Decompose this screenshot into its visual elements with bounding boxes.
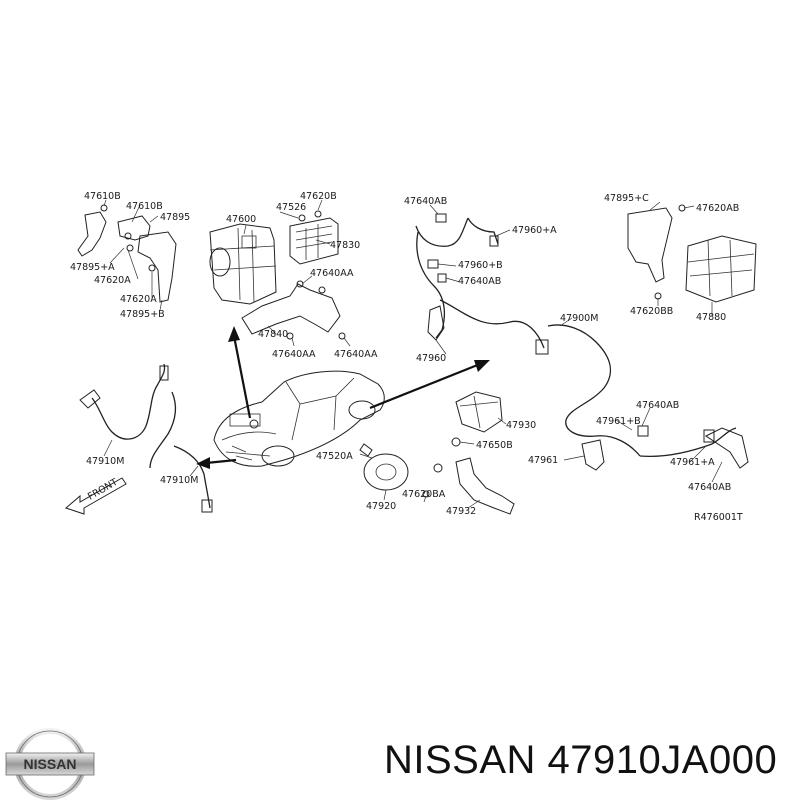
bracket-group-47895 — [77, 199, 177, 311]
front-label: FRONT — [86, 477, 120, 503]
part-label-47960: 47960 — [416, 353, 446, 364]
part-label-47880: 47880 — [696, 312, 726, 323]
front-harness-47910M — [79, 363, 213, 513]
part-label-47900M: 47900M — [560, 313, 598, 324]
part-label-47640AB-a: 47640AB — [404, 196, 447, 207]
part-label-47932: 47932 — [446, 506, 476, 517]
part-label-47930: 47930 — [506, 420, 536, 431]
sensor-wiring-47960 — [415, 204, 549, 355]
rear-wiring-47900M — [547, 317, 749, 483]
part-label-47620A-a: 47620A — [94, 275, 131, 286]
part-label-47895-c: 47895+C — [604, 193, 649, 204]
nissan-logo-text: NISSAN — [24, 756, 77, 772]
part-label-47960-b: 47960+B — [458, 260, 503, 271]
part-label-47920: 47920 — [366, 501, 396, 512]
control-module-47880 — [627, 201, 757, 316]
bracket-47932 — [433, 437, 515, 515]
part-label-47961-b: 47961+B — [596, 416, 641, 427]
part-label-47610B-a: 47610B — [84, 191, 121, 202]
control-unit-47830 — [279, 199, 339, 265]
part-label-47526: 47526 — [276, 202, 306, 213]
part-label-47640AA-b: 47640AA — [272, 349, 316, 360]
part-label-47895-a: 47895+A — [70, 262, 115, 273]
nissan-logo: NISSAN — [5, 728, 95, 800]
callout-arrows — [196, 326, 490, 469]
part-label-47610B-b: 47610B — [126, 201, 163, 212]
wheel-sensor-47920 — [359, 443, 430, 503]
part-number-caption: NISSAN 47910JA000 — [384, 738, 778, 782]
part-label-47600: 47600 — [226, 214, 256, 225]
part-label-47910M-a: 47910M — [86, 456, 124, 467]
part-label-47620BB: 47620BB — [630, 306, 673, 317]
yaw-sensor-47930 — [455, 391, 507, 433]
part-label-47640AA-a: 47640AA — [310, 268, 354, 279]
abs-actuator-47600 — [209, 223, 277, 305]
part-label-47961: 47961 — [528, 455, 558, 466]
part-label-47620B: 47620B — [300, 191, 337, 202]
part-label-47640AB-c: 47640AB — [636, 400, 679, 411]
part-label-47910M-b: 47910M — [160, 475, 198, 486]
part-label-47640AB-b: 47640AB — [458, 276, 501, 287]
part-label-47520A: 47520A — [316, 451, 353, 462]
part-label-47895-b: 47895+B — [120, 309, 165, 320]
part-label-47620BA: 47620BA — [402, 489, 446, 500]
part-label-47895: 47895 — [160, 212, 190, 223]
bracket-47840 — [241, 275, 351, 347]
part-label-47960-a: 47960+A — [512, 225, 557, 236]
part-label-47830: 47830 — [330, 240, 360, 251]
part-label-47620A-b: 47620A — [120, 294, 157, 305]
diagram-reference-code: R476001T — [694, 512, 743, 523]
part-label-47620AB: 47620AB — [696, 203, 739, 214]
part-label-47840: 47840 — [258, 329, 288, 340]
part-label-47640AA-c: 47640AA — [334, 349, 378, 360]
part-label-47650B: 47650B — [476, 440, 513, 451]
part-label-47961-a: 47961+A — [670, 457, 715, 468]
front-direction-indicator — [65, 477, 127, 515]
part-label-47640AB-d: 47640AB — [688, 482, 731, 493]
vehicle-outline — [213, 370, 385, 467]
